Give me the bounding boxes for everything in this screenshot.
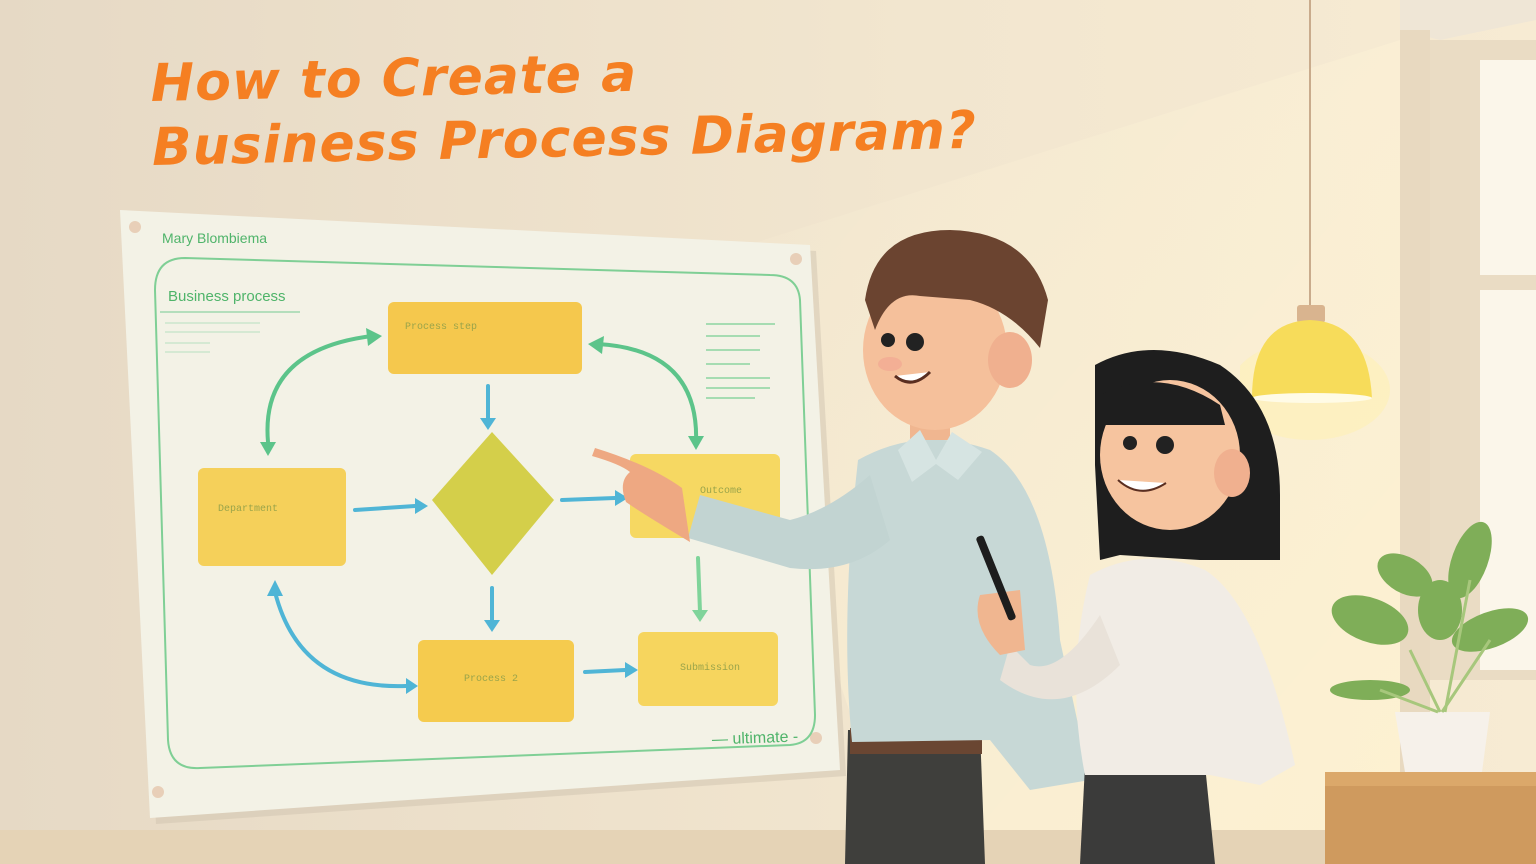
box-bottom-right-label: Submission — [680, 663, 741, 674]
poster-subheader: Business process — [168, 288, 286, 305]
poster-header: Mary Blombiema — [162, 230, 268, 246]
box-right-label: Outcome — [700, 486, 743, 497]
pendant-lamp-icon — [1240, 0, 1390, 440]
process-diagram-poster — [120, 210, 846, 824]
box-bottom-right — [638, 632, 778, 706]
box-left-label: Department — [218, 504, 279, 515]
box-bottom-center-label: Process 2 — [464, 674, 519, 685]
box-top-label: Process step — [405, 322, 478, 333]
box-left — [198, 468, 346, 566]
headline: How to Create a Business Process Diagram… — [150, 35, 978, 180]
potted-plant-icon — [1325, 521, 1536, 864]
woman-with-pen-figure — [976, 350, 1295, 864]
decision-diamond — [432, 432, 554, 575]
box-bottom-center — [418, 640, 574, 722]
man-pointing-figure — [592, 230, 1090, 864]
box-top — [388, 302, 582, 374]
